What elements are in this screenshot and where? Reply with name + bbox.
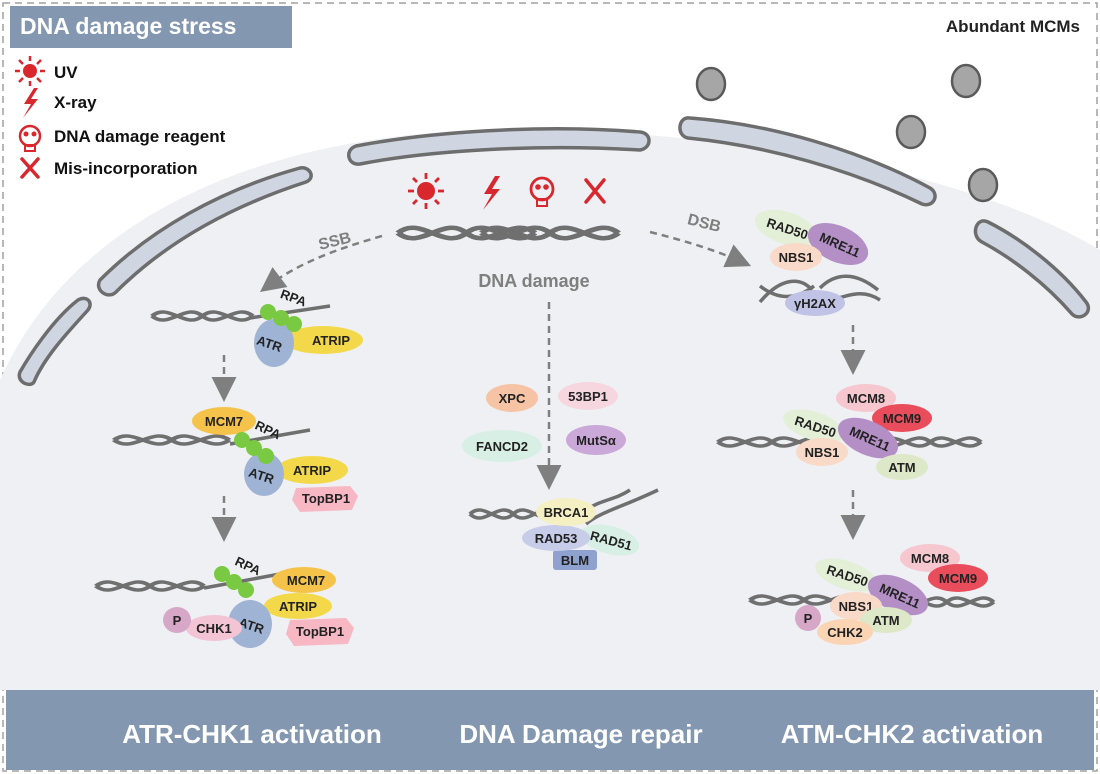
mutsa-label: MutSα — [576, 433, 616, 448]
p-label: P — [804, 611, 813, 626]
skull-icon — [529, 176, 555, 207]
header-box — [10, 6, 292, 48]
mcm7-label: MCM7 — [205, 414, 243, 429]
right-step3: MCM8 MCM9 RAD50 MRE11 NBS1 ATM CHK2 P — [750, 544, 994, 645]
cross-icon — [20, 157, 40, 179]
brca1-label: BRCA1 — [544, 505, 589, 520]
cross-icon — [584, 178, 606, 204]
p-label: P — [173, 613, 182, 628]
blm-label: BLM — [561, 553, 589, 568]
atm-label: ATM — [872, 613, 899, 628]
topbp1-label: TopBP1 — [296, 624, 344, 639]
lightning-icon — [483, 176, 500, 210]
p53bp1-label: 53BP1 — [568, 389, 608, 404]
rad53-label: RAD53 — [535, 531, 578, 546]
atrip-label: ATRIP — [279, 599, 317, 614]
footer-band — [6, 690, 1094, 770]
xpc-label: XPC — [499, 391, 526, 406]
phosphate — [163, 607, 191, 633]
mcm9-label: MCM9 — [883, 411, 921, 426]
dna-damage-label: DNA damage — [478, 271, 589, 291]
right-step1: RAD50 MRE11 NBS1 γH2AX — [755, 209, 881, 316]
legend-label-xray: X-ray — [54, 93, 97, 112]
legend-label-uv: UV — [54, 63, 78, 82]
mcm8-label: MCM8 — [911, 551, 949, 566]
nuclear-membrane — [17, 116, 1091, 387]
chk1-protein — [186, 615, 242, 641]
footer-right-label: ATM-CHK2 activation — [781, 719, 1043, 749]
sun-icon — [15, 56, 45, 86]
chk2-label: CHK2 — [827, 625, 862, 640]
legend-label-reagent: DNA damage reagent — [54, 127, 226, 146]
repair-factors: XPC 53BP1 FANCD2 MutSα — [462, 382, 626, 462]
nbs1-label: NBS1 — [805, 445, 840, 460]
dsb-arrow — [649, 230, 752, 268]
atr-protein — [254, 319, 294, 367]
atrip-label: ATRIP — [293, 463, 331, 478]
chk1-label: CHK1 — [196, 621, 231, 636]
legend: UV X-ray DNA damage reagent Mis-incorpor… — [15, 56, 226, 179]
skull-icon — [18, 124, 42, 152]
topbp1-label: TopBP1 — [302, 491, 350, 506]
left-step3: MCM7 ATRIP TopBP1 ATR CHK1 P RPA — [96, 554, 354, 648]
repair-complex: RAD51 BLM RAD53 BRCA1 — [470, 488, 659, 570]
atm-label: ATM — [888, 460, 915, 475]
footer-middle-label: DNA Damage repair — [459, 719, 702, 749]
nbs1-label: NBS1 — [839, 599, 874, 614]
damage-icons — [408, 173, 606, 210]
mcm9-label: MCM9 — [939, 571, 977, 586]
mcm8-label: MCM8 — [847, 391, 885, 406]
abundant-mcms-label: Abundant MCMs — [946, 17, 1080, 36]
legend-label-misincorporation: Mis-incorporation — [54, 159, 198, 178]
header-title: DNA damage stress — [20, 13, 236, 39]
topbp1-protein — [292, 486, 358, 512]
pathway-arrows — [211, 230, 866, 542]
ssb-arrow — [259, 234, 383, 292]
lightning-icon — [23, 88, 38, 118]
mcm7-label: MCM7 — [287, 573, 325, 588]
mcm-particles — [695, 63, 999, 203]
gh2ax-label: γH2AX — [794, 296, 836, 311]
nbs1-label: NBS1 — [779, 250, 814, 265]
mcm7-protein — [192, 407, 256, 435]
atrip-protein — [283, 326, 363, 354]
fancd2-label: FANCD2 — [476, 439, 528, 454]
atrip-label: ATRIP — [312, 333, 350, 348]
footer-left-label: ATR-CHK1 activation — [122, 719, 382, 749]
sun-icon — [408, 173, 444, 209]
right-step2: MCM8 MCM9 RAD50 MRE11 NBS1 ATM — [718, 384, 981, 480]
